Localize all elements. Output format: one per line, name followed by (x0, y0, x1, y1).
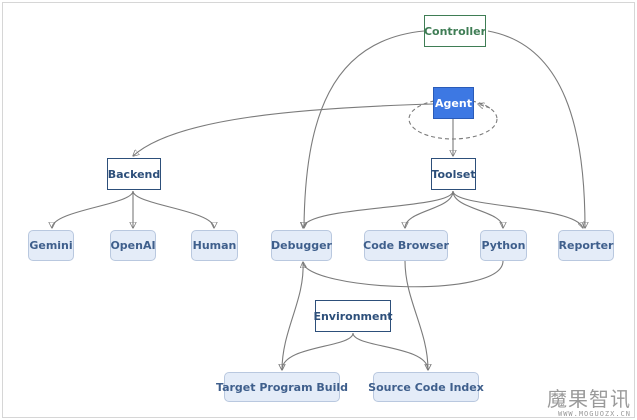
edge-environment-source-index (352, 332, 428, 370)
edge-environment-target-build (282, 332, 354, 370)
node-openai: OpenAI (110, 230, 156, 261)
node-environment: Environment (313, 300, 393, 332)
edge-toolset-python (452, 190, 503, 228)
node-debugger: Debugger (271, 230, 332, 261)
node-source-code-index: Source Code Index (368, 372, 484, 402)
edge-backend-gemini (52, 190, 134, 228)
node-gemini: Gemini (28, 230, 74, 261)
node-code-browser: Code Browser (363, 230, 449, 261)
node-python: Python (480, 230, 527, 261)
node-target-program-build: Target Program Build (216, 372, 348, 402)
edge-agent-self-loop-head (478, 104, 491, 108)
edge-toolset-debugger (303, 190, 454, 228)
edge-code-browser-source-index (404, 260, 428, 370)
watermark: 魔果智讯 WWW.MOGUOZX.CN (547, 388, 631, 418)
edge-controller-debugger (304, 30, 425, 228)
watermark-logo-text: 魔果智讯 (547, 387, 631, 411)
edge-toolset-reporter (452, 190, 583, 228)
node-agent: Agent (433, 87, 474, 119)
watermark-url: WWW.MOGUOZX.CN (557, 410, 631, 418)
node-human: Human (191, 230, 238, 261)
node-toolset: Toolset (431, 158, 476, 190)
node-reporter: Reporter (558, 230, 614, 261)
edge-python-debugger (303, 260, 504, 288)
node-backend: Backend (107, 158, 161, 190)
edge-toolset-code-browser (405, 190, 454, 228)
edge-backend-human (132, 190, 214, 228)
edge-controller-reporter (487, 30, 585, 228)
edge-agent-backend (133, 103, 434, 156)
edge-debugger-target-build (282, 261, 304, 370)
node-controller: Controller (424, 15, 486, 47)
